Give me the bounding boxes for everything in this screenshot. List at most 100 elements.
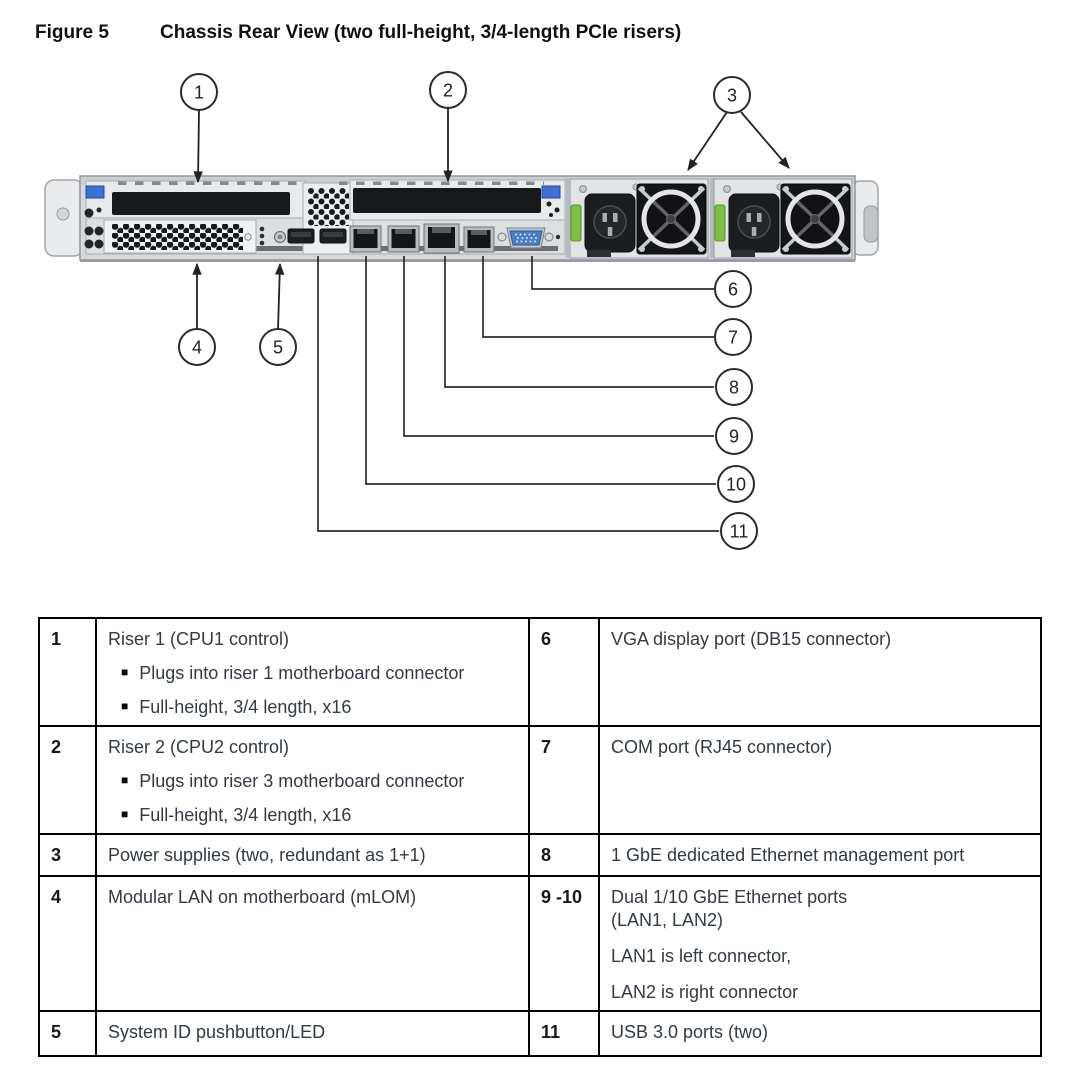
riser2-bullet-2: Full-height, 3/4 length, x16	[139, 805, 352, 826]
leader-line-10	[365, 256, 716, 485]
arrow-3b	[740, 111, 790, 169]
riser2-title: Riser 2 (CPU2 control)	[108, 737, 290, 758]
description-cell: Dual 1/10 GbE Ethernet ports (LAN1, LAN2…	[598, 875, 1042, 1013]
mlom-perforation	[112, 224, 243, 250]
vga-description: VGA display port (DB15 connector)	[611, 629, 892, 649]
mlom-slot	[103, 219, 257, 254]
lan-ports-line-2: (LAN1, LAN2)	[611, 910, 724, 931]
chassis-body	[44, 175, 879, 262]
svg-text:7: 7	[728, 328, 738, 348]
svg-text:3: 3	[727, 86, 737, 106]
mgmt-ethernet-port	[423, 223, 460, 254]
svg-text:8: 8	[729, 378, 739, 398]
power-supply-2	[713, 178, 853, 259]
svg-text:1: 1	[194, 83, 204, 103]
psu2-fan-grille	[780, 183, 851, 255]
system-id-button	[259, 226, 286, 246]
vga-port	[497, 227, 561, 249]
svg-text:9: 9	[729, 427, 739, 447]
psu2-power-inlet	[728, 193, 780, 253]
leader-line-9	[403, 256, 714, 437]
lan1-port	[349, 225, 382, 253]
legend-table: 1 Riser 1 (CPU1 control) ■ Plugs into ri…	[38, 616, 1042, 1058]
callout-8: 8	[715, 368, 753, 406]
leader-line-6	[531, 256, 715, 290]
table-row-5: 5 System ID pushbutton/LED 11 USB 3.0 po…	[38, 1010, 1042, 1058]
callout-number-cell: 8	[528, 833, 600, 878]
callout-11: 11	[720, 512, 758, 550]
callout-arrows	[192, 108, 790, 330]
leader-line-11	[317, 256, 719, 532]
psu2-release-clip	[714, 204, 726, 242]
callout-number-cell: 6	[528, 616, 600, 728]
lan-ports-line-1: Dual 1/10 GbE Ethernet ports	[611, 887, 848, 908]
table-row-3: 3 Power supplies (two, redundant as 1+1)…	[38, 833, 1042, 878]
callout-number-cell: 4	[38, 875, 97, 1013]
riser1-slot	[112, 192, 290, 215]
rj45-ports	[349, 223, 495, 254]
riser1-bullet-1: Plugs into riser 1 motherboard connector	[139, 663, 465, 684]
callout-number-cell: 3	[38, 833, 97, 878]
arrow-3a	[687, 111, 728, 171]
callout-7: 7	[714, 318, 752, 356]
callout-2: 2	[429, 71, 467, 109]
callout-number-cell: 2	[38, 725, 97, 836]
riser1-bullet-2: Full-height, 3/4 length, x16	[139, 697, 352, 718]
description-cell: COM port (RJ45 connector)	[598, 725, 1042, 836]
callout-6: 6	[714, 270, 752, 308]
riser2-bracket	[332, 179, 566, 221]
description-cell: Modular LAN on motherboard (mLOM)	[95, 875, 530, 1013]
psu1-power-inlet	[584, 193, 636, 253]
callout-number-cell: 1	[38, 616, 97, 728]
square-bullet-icon: ■	[121, 773, 129, 788]
svg-text:4: 4	[192, 338, 202, 358]
callout-number-cell: 11	[528, 1010, 600, 1058]
mgmt-port-description: 1 GbE dedicated Ethernet management port	[611, 845, 965, 866]
power-supply-1	[569, 178, 709, 259]
description-cell: System ID pushbutton/LED	[95, 1010, 530, 1058]
svg-text:2: 2	[443, 81, 453, 101]
lan-ports-line-4: LAN2 is right connector	[611, 982, 799, 1003]
description-cell: USB 3.0 ports (two)	[598, 1010, 1042, 1058]
psu1-fan-grille	[636, 183, 707, 255]
callout-10: 10	[717, 465, 755, 503]
chassis-rear-diagram: 1 2 3 4 5 6 7 8	[44, 71, 879, 550]
arrow-1	[193, 109, 203, 184]
system-id-description: System ID pushbutton/LED	[108, 1022, 326, 1043]
callout-1: 1	[180, 73, 218, 111]
psu-bay-divider-mid	[710, 178, 714, 258]
psu-description: Power supplies (two, redundant as 1+1)	[108, 845, 426, 866]
description-cell: Riser 2 (CPU2 control) ■ Plugs into rise…	[95, 725, 530, 836]
left-screw-cluster	[84, 207, 104, 249]
riser2-blue-latch	[541, 185, 561, 199]
svg-text:5: 5	[273, 338, 283, 358]
callout-leader-lines	[317, 256, 719, 532]
lan-ports-line-3: LAN1 is left connector,	[611, 946, 792, 967]
svg-text:11: 11	[730, 522, 749, 542]
svg-text:6: 6	[728, 280, 738, 300]
square-bullet-icon: ■	[121, 699, 129, 714]
description-cell: Power supplies (two, redundant as 1+1)	[95, 833, 530, 878]
square-bullet-icon: ■	[121, 807, 129, 822]
com-port	[463, 226, 495, 253]
table-row-1: 1 Riser 1 (CPU1 control) ■ Plugs into ri…	[38, 616, 1042, 728]
psu-bay-divider-left	[566, 178, 569, 258]
callout-bubbles: 1 2 3 4 5 6 7 8	[178, 71, 758, 550]
svg-text:10: 10	[726, 475, 746, 495]
description-cell: 1 GbE dedicated Ethernet management port	[598, 833, 1042, 878]
callout-number-cell: 7	[528, 725, 600, 836]
mlom-description: Modular LAN on motherboard (mLOM)	[108, 887, 417, 908]
screw-dash-row-left	[118, 179, 298, 187]
arrow-5	[274, 262, 285, 330]
riser1-title: Riser 1 (CPU1 control)	[108, 629, 290, 649]
table-row-4: 4 Modular LAN on motherboard (mLOM) 9 -1…	[38, 875, 1042, 1013]
lan2-port	[387, 225, 420, 253]
description-cell: Riser 1 (CPU1 control) ■ Plugs into rise…	[95, 616, 530, 728]
leader-line-7	[482, 256, 714, 338]
figure-title: Chassis Rear View (two full-height, 3/4-…	[160, 22, 682, 43]
vga-pins	[515, 233, 537, 243]
callout-3: 3	[713, 76, 751, 114]
callout-9: 9	[715, 417, 753, 455]
